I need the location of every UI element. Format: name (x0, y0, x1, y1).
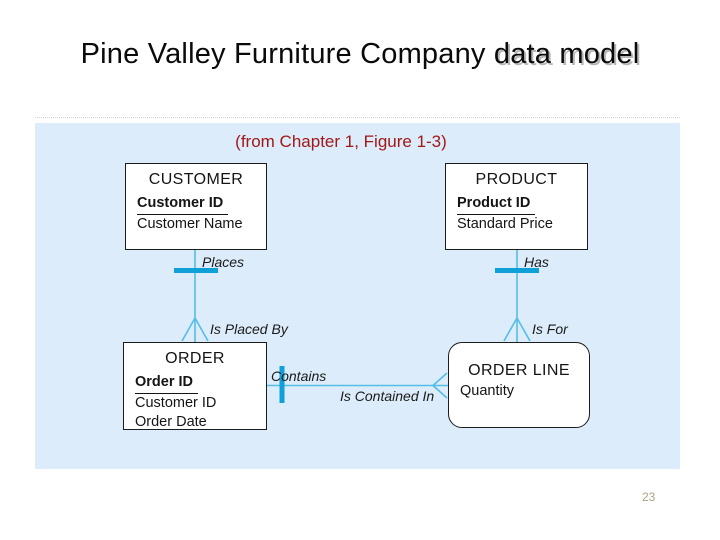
relationship-lines-layer (174, 250, 539, 403)
slide-title: Pine Valley Furniture Company data model (0, 38, 720, 71)
entity-order-attribute: Order Date (135, 414, 207, 430)
entity-order-line-attribute: Quantity (460, 383, 514, 399)
many-cardinality-crowsfoot-orderline-left (432, 372, 448, 399)
entity-product: PRODUCT Product ID Standard Price (445, 163, 588, 250)
er-diagram-panel: (from Chapter 1, Figure 1-3) (35, 123, 680, 469)
relationship-label-has: Has (524, 254, 549, 270)
relationship-label-is-contained-in: Is Contained In (340, 388, 435, 404)
relationship-label-places: Places (202, 254, 245, 270)
entity-order-key-attribute: Order ID (135, 373, 199, 394)
page-number: 23 (642, 490, 656, 504)
entity-customer-name: CUSTOMER (148, 171, 244, 188)
many-cardinality-crowsfoot-orderline-top (503, 317, 531, 342)
entity-product-key-attribute: Product ID (457, 194, 536, 215)
entity-customer-attribute: Customer Name (137, 216, 243, 232)
many-cardinality-crowsfoot-order (181, 317, 209, 342)
entity-order-line: ORDER LINE Quantity (448, 342, 590, 428)
relationship-label-is-for: Is For (532, 321, 568, 337)
entity-order-attribute: Customer ID (135, 395, 217, 411)
entity-customer: CUSTOMER Customer ID Customer Name (125, 163, 267, 250)
slide-title-highlight: data model (493, 38, 640, 70)
entity-product-name: PRODUCT (475, 171, 558, 188)
entity-order: ORDER Order ID Customer ID Order Date (123, 342, 267, 430)
entity-product-attribute: Standard Price (457, 216, 553, 232)
title-divider (35, 117, 680, 118)
relationship-label-is-placed-by: Is Placed By (210, 321, 288, 337)
entity-order-name: ORDER (165, 350, 225, 367)
slide-title-prefix: Pine Valley Furniture Company (80, 38, 494, 70)
entity-customer-key-attribute: Customer ID (137, 194, 229, 215)
relationship-label-contains: Contains (271, 368, 327, 384)
entity-order-line-name: ORDER LINE (468, 362, 570, 379)
figure-caption: (from Chapter 1, Figure 1-3) (235, 132, 447, 151)
